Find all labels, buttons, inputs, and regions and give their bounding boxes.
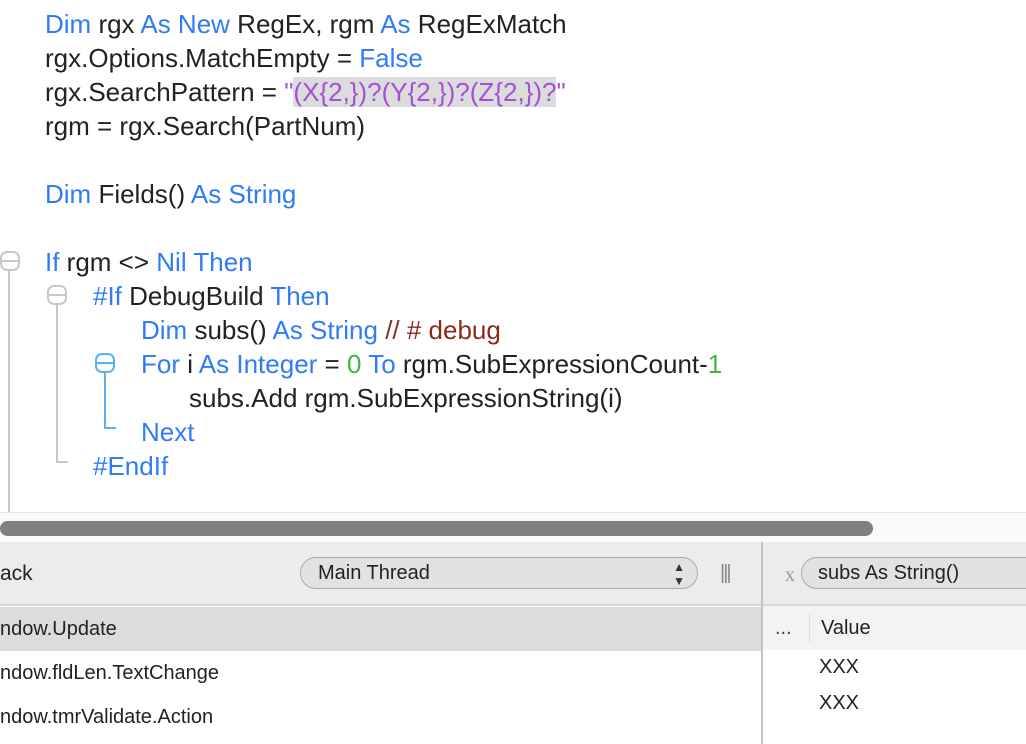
stack-row-label: ndow.tmrValidate.Action <box>0 706 214 728</box>
code-token: As <box>380 9 411 39</box>
code-line[interactable]: rgx.SearchPattern = "(X{2,})?(Y{2,})?(Z{… <box>45 75 566 109</box>
name-column-header[interactable]: ... <box>775 617 792 639</box>
code-token: #EndIf <box>93 451 169 481</box>
fold-guide <box>104 427 116 429</box>
variables-panel: x subs As String() ... Value XXX XXX <box>761 542 1026 744</box>
code-token: Next <box>141 417 195 447</box>
fold-guide <box>56 305 58 463</box>
code-token: Dim <box>45 9 92 39</box>
code-token: rgx.SearchPattern = <box>45 77 285 107</box>
code-token: As String <box>272 315 378 345</box>
variable-selector[interactable]: subs As String() <box>801 557 1026 589</box>
code-token: " <box>284 77 294 107</box>
code-line[interactable]: If rgm <> Nil Then <box>45 245 253 279</box>
code-line[interactable]: #If DebugBuild Then <box>93 279 330 313</box>
code-token: Dim <box>141 315 188 345</box>
code-token: Dim <box>45 179 92 209</box>
variable-x-icon: x <box>785 564 795 586</box>
scrollbar-thumb[interactable] <box>0 521 873 536</box>
stack-row-label: ndow.fldLen.TextChange <box>0 662 220 684</box>
code-line[interactable]: rgx.Options.MatchEmpty = False <box>45 41 423 75</box>
stack-row[interactable]: ndow.fldLen.TextChange <box>0 651 761 695</box>
code-line[interactable]: For i As Integer = 0 To rgm.SubExpressio… <box>141 347 722 381</box>
code-line[interactable]: Next <box>141 415 194 449</box>
variable-value[interactable]: XXX <box>819 692 860 714</box>
code-line[interactable]: Dim Fields() As String <box>45 177 296 211</box>
code-token: As New <box>140 9 230 39</box>
code-line[interactable]: rgm = rgx.Search(PartNum) <box>45 109 365 143</box>
stack-panel: ack Main Thread ▲▼ ||| ndow.Update ndow.… <box>0 542 761 744</box>
code-line[interactable]: Dim rgx As New RegEx, rgm As RegExMatch <box>45 7 567 41</box>
code-token: If <box>45 247 60 277</box>
code-token: 0 <box>346 349 362 379</box>
code-token: " <box>556 77 566 107</box>
stack-row[interactable]: ndow.tmrValidate.Action <box>0 695 761 739</box>
variable-value[interactable]: XXX <box>819 656 860 678</box>
code-token: RegExMatch <box>410 9 567 39</box>
thread-selector[interactable]: Main Thread ▲▼ <box>300 557 698 589</box>
code-token: #If <box>93 281 122 311</box>
code-token: DebugBuild <box>121 281 271 311</box>
code-token: // # debug <box>377 315 501 345</box>
stack-title: ack <box>0 562 33 585</box>
code-token: rgm.SubExpressionCount- <box>395 349 708 379</box>
code-token: subs() <box>187 315 273 345</box>
fold-toggle-icon[interactable] <box>47 285 67 305</box>
code-token: rgx.Options.MatchEmpty = <box>45 43 360 73</box>
horizontal-scrollbar[interactable] <box>0 512 1026 542</box>
variable-selector-value: subs As String() <box>818 562 960 584</box>
variables-column-header: ... Value <box>763 606 1026 650</box>
stack-header: ack Main Thread ▲▼ ||| <box>0 542 761 606</box>
variables-header: x subs As String() <box>763 542 1026 606</box>
code-token: Fields() <box>91 179 191 209</box>
up-down-arrows-icon: ▲▼ <box>673 560 685 588</box>
code-token: False <box>359 43 423 73</box>
fold-guide <box>8 271 10 512</box>
fold-guide <box>104 373 106 429</box>
code-token: = <box>317 349 347 379</box>
code-token: RegEx, rgm <box>229 9 381 39</box>
code-token: rgm = rgx.Search(PartNum) <box>45 111 366 141</box>
fold-toggle-icon[interactable] <box>95 353 115 373</box>
value-column-header[interactable]: Value <box>821 617 871 639</box>
code-token: Nil Then <box>156 247 253 277</box>
code-line[interactable]: subs.Add rgm.SubExpressionString(i) <box>189 381 623 415</box>
code-token: As Integer <box>198 349 318 379</box>
code-token: 1 <box>707 349 723 379</box>
code-token: subs.Add rgm.SubExpressionString(i) <box>189 383 623 413</box>
code-token: To <box>368 349 396 379</box>
code-token: Then <box>270 281 330 311</box>
stack-row-label: ndow.Update <box>0 618 117 640</box>
fold-toggle-icon[interactable] <box>0 251 20 271</box>
stack-row[interactable]: ndow.Update <box>0 607 761 651</box>
code-token: As String <box>190 179 297 209</box>
column-divider[interactable] <box>809 614 810 642</box>
code-line[interactable]: #EndIf <box>93 449 168 483</box>
code-line[interactable]: Dim subs() As String // # debug <box>141 313 501 347</box>
thread-selector-value: Main Thread <box>318 562 430 584</box>
code-token: For <box>141 349 180 379</box>
code-token: i <box>180 349 199 379</box>
column-grip-icon[interactable]: ||| <box>720 562 732 584</box>
code-token: rgx <box>91 9 141 39</box>
code-token: (X{2,})?(Y{2,})?(Z{2,})? <box>293 77 557 107</box>
fold-guide <box>56 461 68 463</box>
code-token: rgm <> <box>59 247 157 277</box>
